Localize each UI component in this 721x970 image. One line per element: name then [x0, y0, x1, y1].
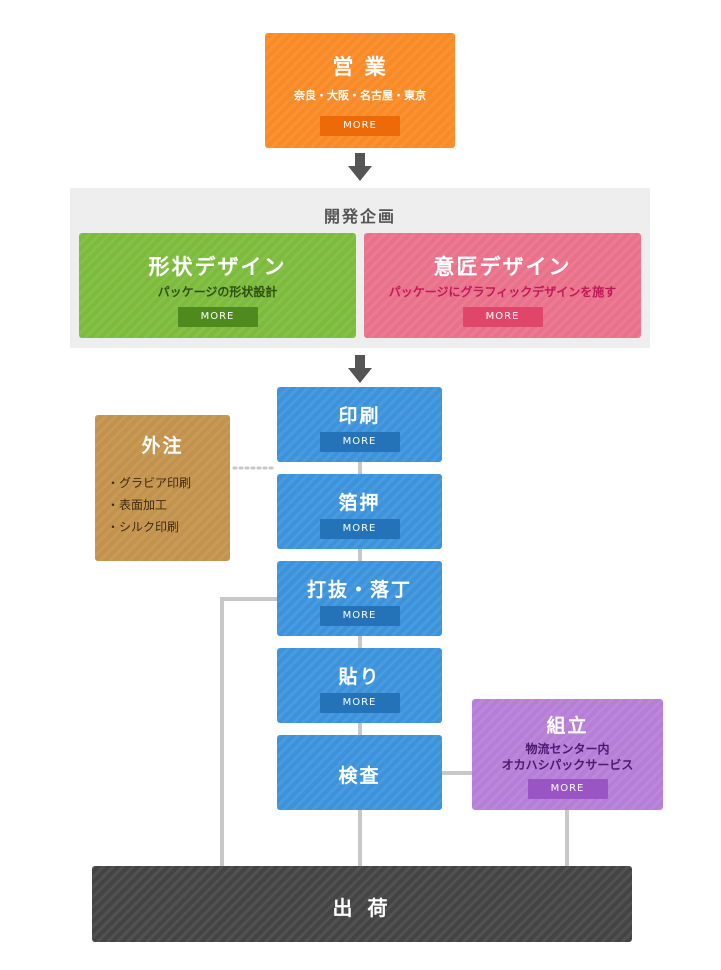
graphic-design-subtitle: パッケージにグラフィックデザインを施す: [388, 285, 617, 299]
outsourcing-box: 外注 ・グラビア印刷 ・表面加工 ・シルク印刷: [95, 415, 230, 561]
gluing-more-button[interactable]: MORE: [319, 693, 400, 713]
process-box-foil-stamping: 箔押 MORE: [277, 474, 442, 549]
flow-line-left-vertical: [220, 597, 224, 870]
outsourcing-list: ・グラビア印刷 ・表面加工 ・シルク印刷: [107, 472, 191, 538]
process-title: 検査: [338, 765, 381, 787]
sales-title: 営 業: [332, 55, 388, 79]
shipping-title: 出 荷: [332, 896, 392, 920]
outsourcing-item: ・グラビア印刷: [107, 476, 192, 490]
process-box-inspection: 検査: [277, 735, 442, 810]
printing-more-button[interactable]: MORE: [319, 432, 400, 452]
shape-design-box: 形状デザイン パッケージの形状設計 MORE: [79, 233, 356, 338]
graphic-design-title: 意匠デザイン: [433, 255, 572, 279]
sales-box: 営 業 奈良・大阪・名古屋・東京 MORE: [265, 33, 455, 148]
die-cutting-more-button[interactable]: MORE: [319, 606, 400, 626]
process-box-printing: 印刷 MORE: [277, 387, 442, 462]
shape-design-subtitle: パッケージの形状設計: [157, 285, 278, 299]
shape-design-title: 形状デザイン: [148, 255, 287, 279]
flow-line-left-horizontal: [220, 597, 280, 601]
process-title: 打抜・落丁: [306, 579, 412, 601]
down-arrow-icon: [348, 355, 372, 383]
sales-more-button[interactable]: MORE: [320, 116, 400, 136]
outsourcing-item: ・表面加工: [107, 498, 168, 512]
assembly-subtitle-1: 物流センター内: [525, 742, 610, 756]
flow-line-assembly-horizontal: [440, 771, 474, 775]
assembly-title: 組立: [546, 715, 589, 737]
process-title: 印刷: [338, 405, 381, 427]
assembly-box: 組立 物流センター内 オカハシパックサービス MORE: [472, 699, 663, 810]
flow-line-assembly-vertical: [565, 808, 569, 868]
planning-heading: 開発企画: [323, 207, 396, 226]
process-title: 箔押: [338, 492, 381, 514]
graphic-design-more-button[interactable]: MORE: [462, 307, 543, 327]
shape-design-more-button[interactable]: MORE: [177, 307, 258, 327]
outsourcing-title: 外注: [141, 435, 184, 457]
process-box-gluing: 貼り MORE: [277, 648, 442, 723]
down-arrow-icon: [348, 153, 372, 181]
foil-stamping-more-button[interactable]: MORE: [319, 519, 400, 539]
sales-subtitle: 奈良・大阪・名古屋・東京: [294, 89, 426, 102]
outsourcing-item: ・シルク印刷: [107, 520, 180, 534]
graphic-design-box: 意匠デザイン パッケージにグラフィックデザインを施す MORE: [364, 233, 641, 338]
assembly-subtitle-2: オカハシパックサービス: [501, 758, 634, 772]
assembly-more-button[interactable]: MORE: [527, 779, 608, 799]
process-title: 貼り: [338, 666, 381, 688]
shipping-box: 出 荷: [92, 866, 632, 942]
dotted-connector-outsourcing: [232, 466, 276, 470]
process-box-die-cutting: 打抜・落丁 MORE: [277, 561, 442, 636]
